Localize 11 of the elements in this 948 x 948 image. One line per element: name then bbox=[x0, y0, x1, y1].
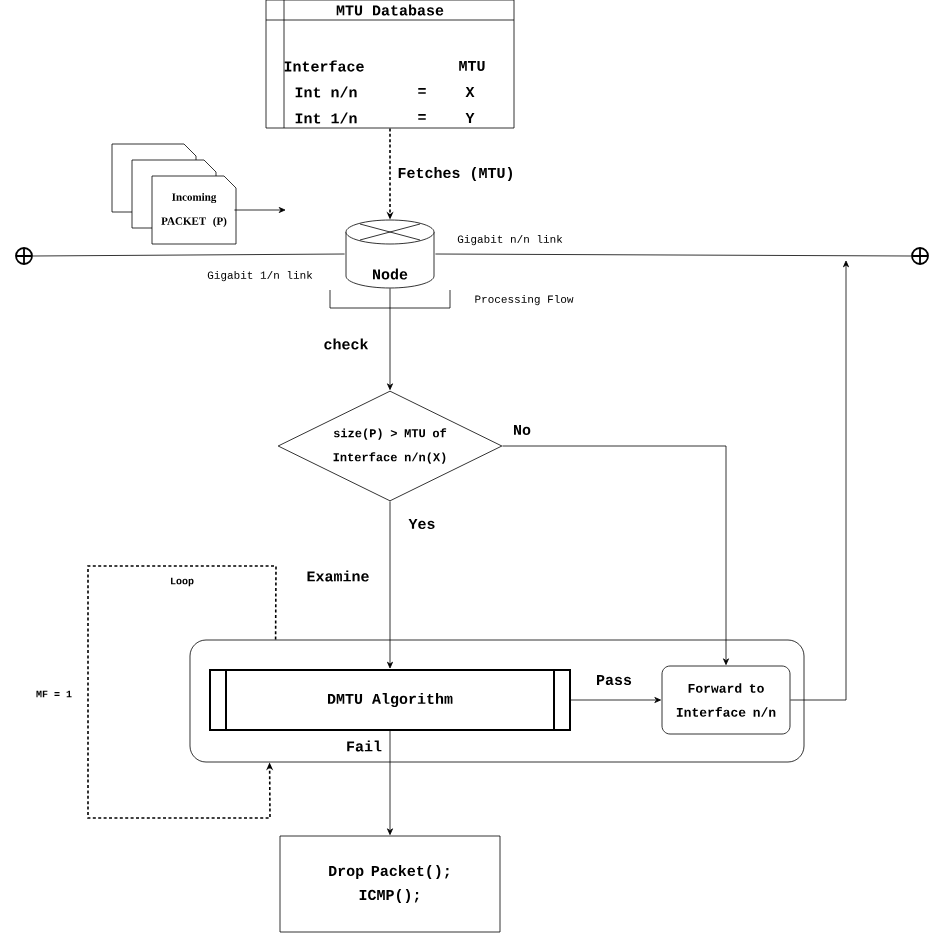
arrow bbox=[234, 207, 286, 213]
arrow bbox=[87, 565, 277, 819]
terminal-circle bbox=[15, 247, 33, 265]
terminal-circle bbox=[911, 247, 929, 265]
arrow bbox=[502, 445, 729, 665]
arrow bbox=[790, 260, 849, 701]
arrow bbox=[387, 501, 393, 669]
container-box bbox=[189, 639, 805, 763]
arrow bbox=[387, 288, 393, 390]
arrow bbox=[570, 697, 661, 703]
arrow bbox=[387, 730, 393, 835]
